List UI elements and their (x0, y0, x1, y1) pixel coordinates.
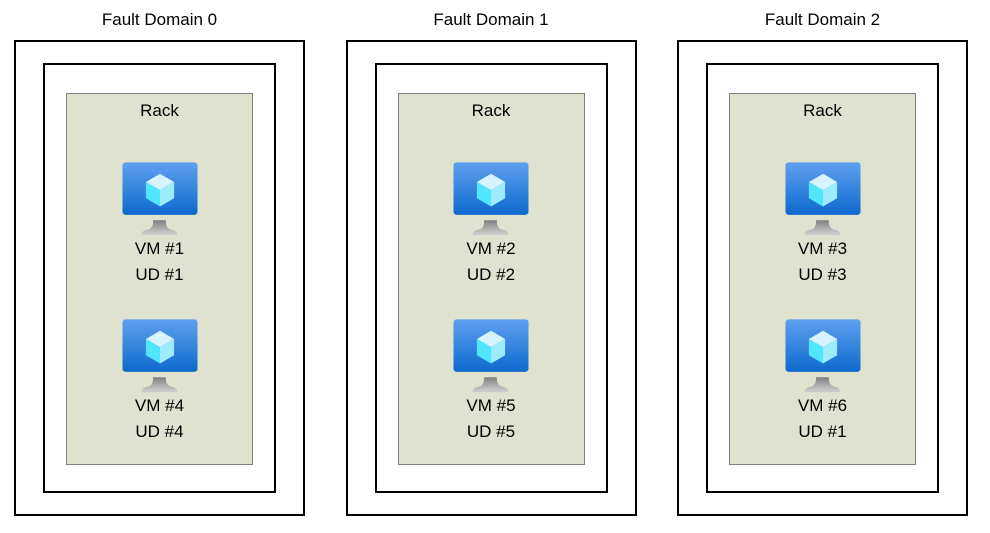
vm-unit: VM #4 UD #4 (120, 318, 200, 445)
vm-label: VM #2 (466, 239, 516, 258)
vm-unit: VM #5 UD #5 (451, 318, 531, 445)
vm-unit: VM #6 UD #1 (783, 318, 863, 445)
vm-unit: VM #3 UD #3 (783, 161, 863, 288)
vm-label: VM #6 (797, 396, 848, 415)
vm-icon (453, 162, 529, 236)
vm-label: VM #4 (134, 396, 185, 415)
fault-domain-inner-box: Rack VM #1 UD #1 (43, 63, 276, 493)
fault-domain-inner-box: Rack VM #3 UD #3 (706, 63, 939, 493)
fault-domain-outer-box: Rack VM #3 UD #3 (677, 40, 968, 516)
fault-domain-outer-box: Rack VM #2 UD #2 (345, 40, 637, 516)
ud-label: UD #1 (798, 422, 847, 441)
fault-domain-title: Fault Domain 2 (764, 10, 881, 29)
vm-icon (122, 319, 197, 393)
fault-domain-panel-0: Fault Domain 0 Rack VM #1 UD #1 (14, 8, 305, 516)
fault-domain-inner-box: Rack VM #2 UD #2 (374, 63, 608, 493)
rack-panel: Rack VM #3 UD #3 (729, 93, 916, 465)
fault-domain-panel-1: Fault Domain 1 Rack VM #2 UD #2 (345, 8, 637, 516)
rack-label: Rack (140, 101, 179, 120)
rack-label: Rack (471, 101, 511, 120)
ud-label: UD #3 (798, 265, 847, 284)
vm-icon (453, 319, 529, 393)
ud-label: UD #4 (135, 422, 184, 441)
fault-domain-panel-2: Fault Domain 2 Rack VM #3 UD #3 (677, 8, 968, 516)
fault-domain-title: Fault Domain 0 (101, 10, 218, 29)
vm-icon (785, 319, 860, 393)
vm-label: VM #3 (797, 239, 848, 258)
rack-label: Rack (803, 101, 842, 120)
ud-label: UD #2 (466, 265, 516, 284)
fault-domain-title: Fault Domain 1 (433, 10, 549, 29)
fault-domain-outer-box: Rack VM #1 UD #1 (14, 40, 305, 516)
vm-icon (122, 162, 197, 236)
vm-unit: VM #1 UD #1 (120, 161, 200, 288)
rack-panel: Rack VM #2 UD #2 (397, 93, 585, 465)
ud-label: UD #1 (135, 265, 184, 284)
vm-icon (785, 162, 860, 236)
ud-label: UD #5 (466, 422, 516, 441)
rack-panel: Rack VM #1 UD #1 (66, 93, 253, 465)
vm-label: VM #5 (466, 396, 516, 415)
vm-unit: VM #2 UD #2 (451, 161, 531, 288)
vm-label: VM #1 (134, 239, 185, 258)
